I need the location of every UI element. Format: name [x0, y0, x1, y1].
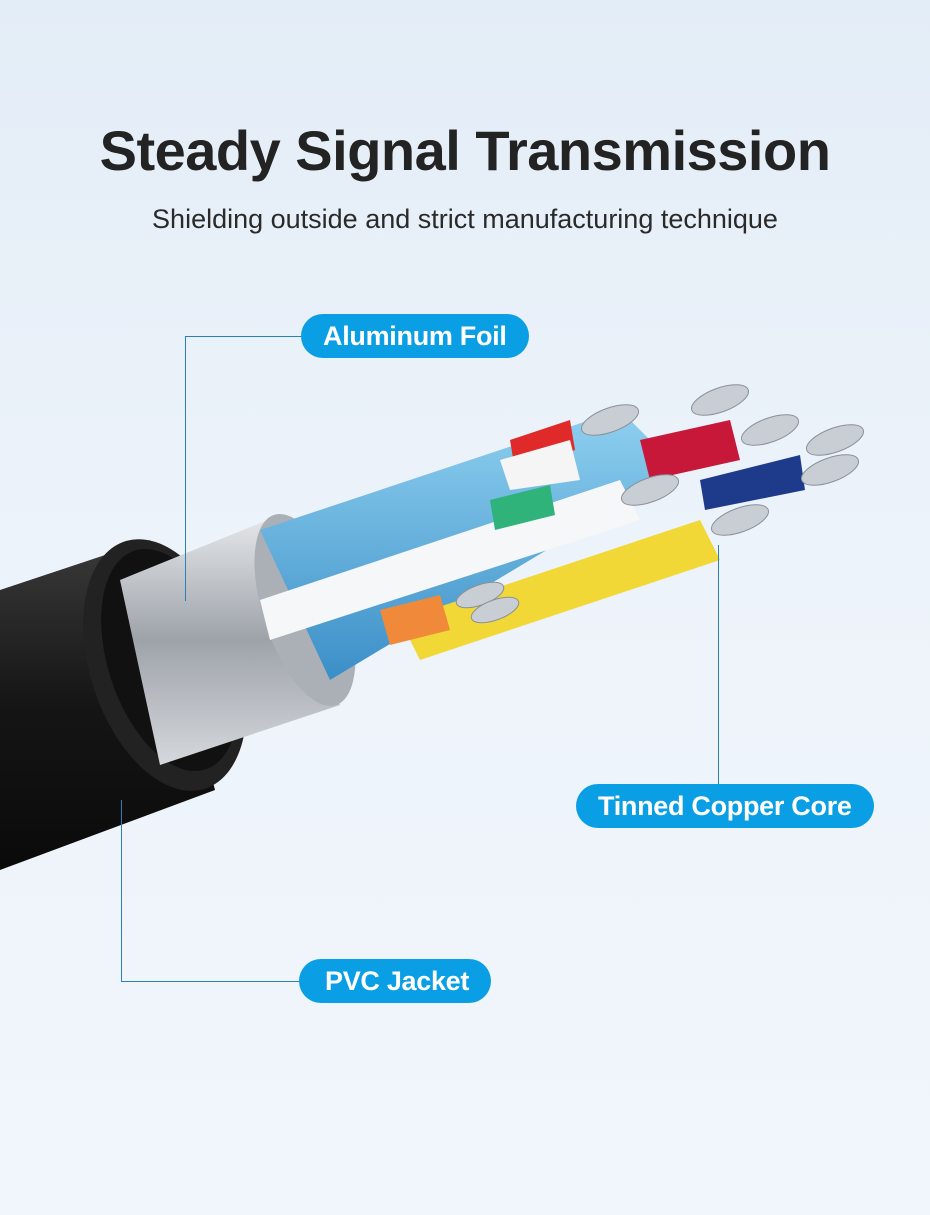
callout-line-jacket-v — [121, 800, 122, 981]
callout-line-jacket-h — [121, 981, 301, 982]
callout-line-core — [718, 545, 719, 785]
callout-pvc-jacket: PVC Jacket — [299, 959, 492, 1003]
inner-wires — [260, 384, 864, 680]
callout-aluminum-foil: Aluminum Foil — [301, 314, 529, 358]
page-title: Steady Signal Transmission — [99, 119, 831, 182]
callout-line-foil-v — [185, 336, 186, 601]
page-subtitle: Shielding outside and strict manufacturi… — [152, 204, 778, 234]
callout-line-foil-h — [185, 336, 303, 337]
callout-tinned-copper-core: Tinned Copper Core — [576, 784, 874, 828]
